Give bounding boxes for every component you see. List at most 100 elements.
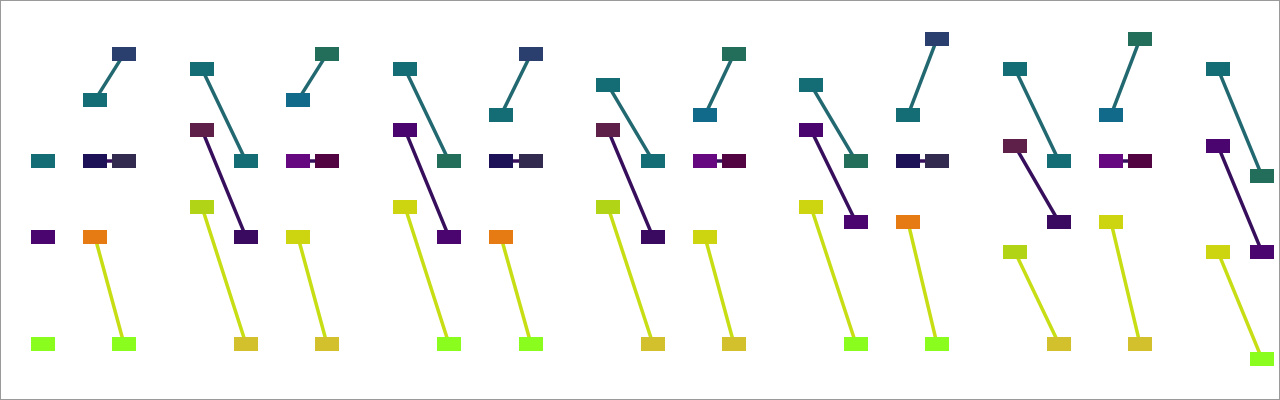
node-box [519,47,543,61]
node-box [315,337,339,351]
node-box [31,154,55,168]
edge-line [906,221,939,345]
node-box [190,62,214,76]
edge-line [809,84,858,162]
edge-line [200,68,248,162]
edge-line [93,53,126,101]
node-box [693,108,717,122]
node-box [722,337,746,351]
node-box [489,230,513,244]
edge-line [93,236,126,345]
node-box [286,230,310,244]
node-box [1206,245,1230,259]
node-box [1003,62,1027,76]
node-box [844,215,868,229]
edge-line [1013,251,1061,345]
node-box [1206,62,1230,76]
edge-line [200,129,248,238]
node-box [844,154,868,168]
node-box [1047,215,1071,229]
node-box [596,200,620,214]
node-box [83,93,107,107]
nodes-layer [31,32,1274,366]
node-box [83,154,107,168]
node-box [641,230,665,244]
node-box [799,200,823,214]
edge-line [499,236,533,345]
edge-line [403,206,451,345]
node-box [925,154,949,168]
node-box [1206,139,1230,153]
node-box [315,47,339,61]
node-box [641,154,665,168]
node-box [1099,154,1123,168]
node-box [1128,154,1152,168]
node-box [1003,245,1027,259]
node-box [722,47,746,61]
node-box [1250,169,1274,183]
node-box [693,230,717,244]
node-box [31,337,55,351]
node-box [519,154,543,168]
node-box [1003,139,1027,153]
node-box [1099,108,1123,122]
node-box [190,123,214,137]
node-box [1099,215,1123,229]
node-box [315,154,339,168]
node-box [693,154,717,168]
edge-line [296,53,329,101]
node-box [1250,245,1274,259]
node-box [234,154,258,168]
node-box [596,78,620,92]
node-box [641,337,665,351]
edge-line [403,129,451,238]
node-box [112,154,136,168]
edges-layer [93,38,1264,360]
node-box [437,337,461,351]
node-box [519,337,543,351]
edge-line [1216,251,1264,360]
node-box [925,32,949,46]
node-box [1047,337,1071,351]
edge-line [499,53,533,116]
edge-line [1109,221,1142,345]
edge-line [606,84,655,162]
edge-line [296,236,329,345]
node-box [489,154,513,168]
node-box [393,200,417,214]
edge-line [906,38,939,116]
edge-line [1013,145,1061,223]
node-box [286,93,310,107]
node-box [925,337,949,351]
node-box [234,337,258,351]
edge-line [1109,38,1142,116]
node-box [799,123,823,137]
node-box [489,108,513,122]
edge-line [1216,68,1264,177]
node-box [596,123,620,137]
edge-line [1013,68,1061,162]
node-box [112,47,136,61]
node-box [1128,337,1152,351]
node-box [286,154,310,168]
node-box [31,230,55,244]
node-box [393,62,417,76]
node-box [393,123,417,137]
node-box [896,108,920,122]
node-box [234,230,258,244]
edge-line [403,68,451,162]
edge-line [1216,145,1264,253]
node-box [844,337,868,351]
edge-line [703,53,736,116]
node-box [437,230,461,244]
edge-line [606,206,655,345]
node-box [722,154,746,168]
edge-line [809,206,858,345]
edge-line [809,129,858,223]
node-box [1250,352,1274,366]
node-box [1128,32,1152,46]
node-box [437,154,461,168]
edge-line [703,236,736,345]
edge-line [606,129,655,238]
